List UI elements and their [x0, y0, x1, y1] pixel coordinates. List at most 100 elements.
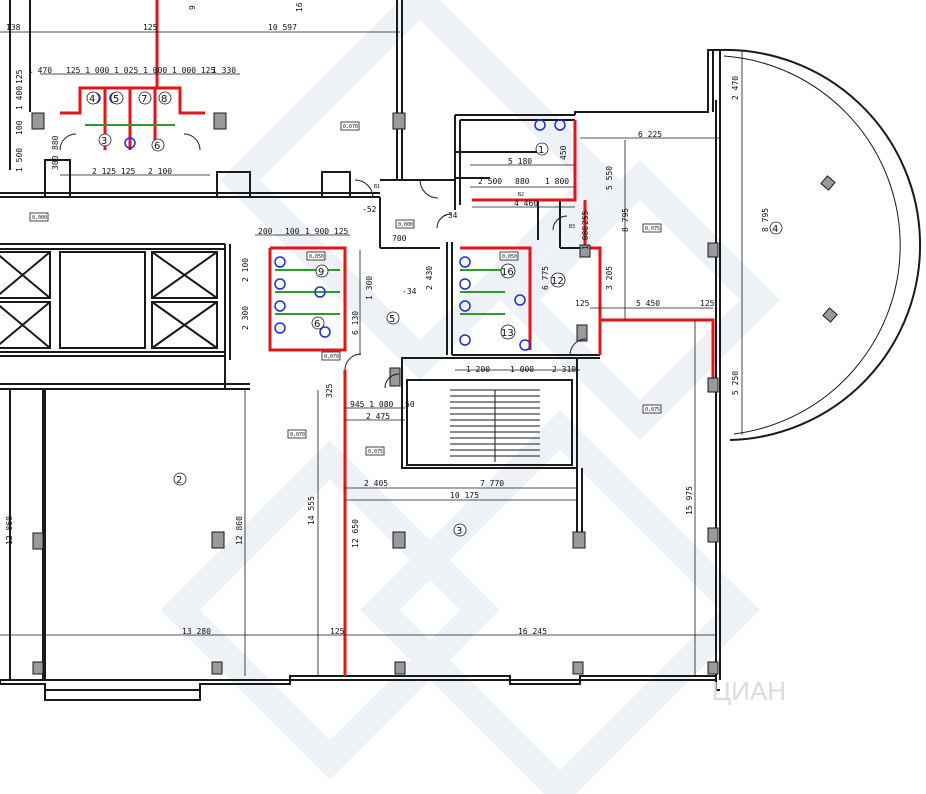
room-numbers: 1 2 3 3 4 5 6 6 9 12 13 16 4 5 7 8	[89, 94, 778, 537]
dim-1800: 1 800	[545, 177, 569, 186]
dim-5550: 5 550	[605, 166, 614, 190]
tag-b1: B1	[374, 184, 380, 190]
doors	[59, 133, 587, 389]
tags: -52 -34 -34 B1 B2 B3	[362, 184, 575, 296]
dim-1470: 1 470	[28, 66, 52, 75]
level-10: 0,070	[324, 354, 339, 360]
dim-1200: 1 200	[466, 365, 490, 374]
room-2: 2	[176, 475, 182, 486]
dim-125-bottom: 125	[330, 627, 345, 636]
tag-b3: B3	[569, 224, 575, 230]
dim-3205: 3 205	[605, 266, 614, 290]
dim-1400: 1 400	[15, 86, 24, 110]
dim-2310: 2 310	[552, 365, 576, 374]
room-13: 13	[501, 328, 514, 339]
dim-125-top: 125	[143, 23, 158, 32]
dim-13280: 13 280	[182, 627, 211, 636]
dim-9: 9	[188, 5, 197, 10]
room-9: 9	[318, 267, 324, 278]
room-1: 1	[538, 145, 544, 156]
dim-1000: 1 000	[510, 365, 534, 374]
room-6b: 6	[314, 319, 320, 330]
walls	[0, 0, 922, 701]
dim-5180: 5 180	[508, 157, 532, 166]
dim-125-c: 125	[700, 299, 715, 308]
dim-14555: 14 555	[307, 496, 316, 525]
dim-6225: 6 225	[638, 130, 662, 139]
dim-2100: 2 100	[148, 167, 172, 176]
room-8-top: 8	[161, 94, 167, 105]
dim-138: 138	[6, 23, 21, 32]
dim-255: 255	[581, 210, 590, 225]
dim-8795: 8 795	[621, 208, 630, 232]
level-7: 0,070	[290, 432, 305, 438]
dim-125-b: 125	[575, 299, 590, 308]
dim-1500: 1 500	[15, 148, 24, 172]
dim-12860a: 12 860	[5, 516, 14, 545]
dim-16245: 16 245	[518, 627, 547, 636]
dim-125-left: 125	[15, 69, 24, 84]
level-9: 0,050	[502, 254, 517, 260]
level-8: 0,050	[309, 254, 324, 260]
tag-minus-34b: -34	[402, 287, 417, 296]
level-3: 0,000	[398, 222, 413, 228]
watermark-text: ЦИАН	[712, 676, 786, 706]
room-markers	[86, 91, 783, 537]
dim-6775: 6 775	[541, 266, 550, 290]
dim-row-upper: 125 1 000 1 025 1 000 1 000 125	[66, 66, 215, 75]
blue-fixtures	[89, 92, 566, 351]
level-marks	[29, 121, 662, 456]
room-6: 6	[154, 141, 160, 152]
dim-50: 50	[405, 400, 415, 409]
level-6: 0,075	[368, 449, 383, 455]
level-4: 0,075	[645, 226, 660, 232]
dim-4460: 4 460	[514, 199, 538, 208]
level-1: 0,070	[343, 124, 358, 130]
dim-1330: 1 330	[212, 66, 236, 75]
room-12: 12	[551, 276, 564, 287]
dim-880-vert: 880	[51, 135, 60, 150]
tag-minus-34: -34	[443, 211, 458, 220]
dim-1080: 1 080	[581, 226, 590, 250]
dim-2300v: 2 300	[241, 306, 250, 330]
level-2: 0,000	[32, 215, 47, 221]
dim-1646: 16 46	[295, 0, 304, 12]
room-16: 16	[501, 267, 514, 278]
tag-b2: B2	[518, 192, 524, 198]
dim-10597: 10 597	[268, 23, 297, 32]
red-partitions	[60, 0, 715, 676]
dim-200: 200	[258, 227, 273, 236]
dim-2475: 2 475	[366, 412, 390, 421]
dim-8795b: 8 795	[761, 208, 770, 232]
dim-945: 945 1 080	[350, 400, 394, 409]
dim-2470: 2 470	[731, 76, 740, 100]
dimension-lines	[0, 31, 743, 676]
level-5: 0,075	[645, 407, 660, 413]
room-3b: 3	[456, 526, 462, 537]
stair-treads	[450, 389, 540, 462]
dim-5250: 5 250	[731, 371, 740, 395]
room-3: 3	[101, 136, 107, 147]
dim-1900: 1 900 125	[305, 227, 349, 236]
room-7-top: 7	[141, 94, 147, 105]
room-4: 4	[772, 224, 778, 235]
dim-1300: 1 300	[365, 276, 374, 300]
dim-2500: 2 500	[478, 177, 502, 186]
room-4-top: 4	[89, 94, 95, 105]
dimension-labels: 138 125 10 597 16 46 9 1 470 125 1 000 1…	[5, 0, 770, 636]
dim-12860b: 12 860	[235, 516, 244, 545]
dim-300: 300	[51, 155, 60, 170]
green-partitions	[85, 124, 505, 315]
level-labels: 0,070 0,000 0,000 0,075 0,075 0,075 0,07…	[32, 124, 660, 455]
dim-880r: 880	[515, 177, 530, 186]
dim-100-vert: 100	[15, 120, 24, 135]
room-5-top: 5	[113, 94, 119, 105]
dim-12650: 12 650	[351, 519, 360, 548]
dim-2405: 2 405	[364, 479, 388, 488]
dim-6130: 6 130	[351, 311, 360, 335]
elevator-shafts	[0, 251, 218, 349]
dim-700: 700	[392, 234, 407, 243]
room-5: 5	[389, 314, 395, 325]
dim-100-mid: 100	[285, 227, 300, 236]
